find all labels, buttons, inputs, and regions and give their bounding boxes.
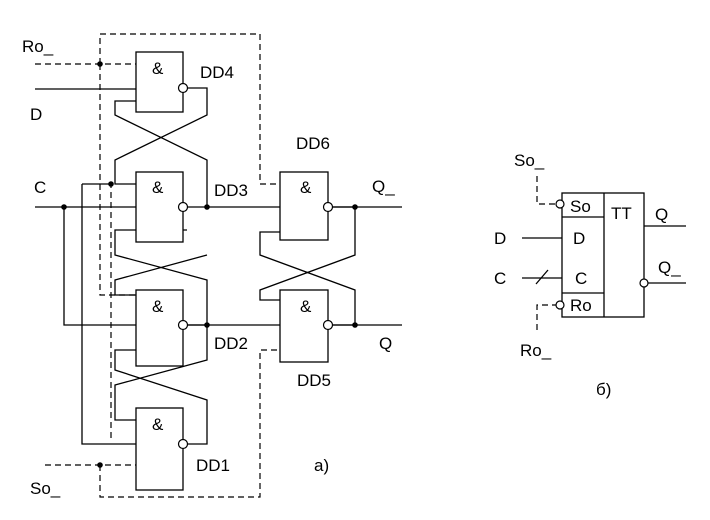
caption-a: a)	[314, 456, 329, 475]
ext-ro-label: Ro_	[520, 341, 552, 360]
signal-d-label: D	[30, 105, 42, 124]
trigger-block	[561, 192, 645, 318]
gate-dd5-symbol: &	[300, 297, 312, 316]
ext-c-label: C	[494, 269, 506, 288]
gate-dd6: & DD6	[279, 134, 334, 241]
out-q-bar-label: Q_	[658, 258, 681, 277]
junction-dots	[61, 61, 358, 468]
gate-dd5-label: DD5	[297, 371, 331, 390]
gate-dd2: & DD2	[135, 289, 248, 367]
gate-dd3: & DD3	[135, 171, 248, 243]
schematic-b: So D C Ro TT So_ D C Ro_ Q Q_ б)	[494, 151, 686, 399]
ext-d-label: D	[494, 229, 506, 248]
gate-dd1: & DD1	[135, 407, 230, 491]
gate-dd4: & DD4	[135, 51, 234, 113]
signal-ro-label: Ro_	[22, 37, 54, 56]
gate-dd2-symbol: &	[152, 297, 164, 316]
block-tt-label: TT	[611, 204, 632, 223]
gate-dd1-label: DD1	[196, 456, 230, 475]
gate-dd1-symbol: &	[152, 415, 164, 434]
caption-b: б)	[596, 380, 611, 399]
pin-ro-label: Ro	[570, 296, 592, 315]
signal-c-label: C	[34, 178, 46, 197]
gate-dd6-label: DD6	[296, 134, 330, 153]
gate-dd6-symbol: &	[300, 178, 312, 197]
gate-dd5: & DD5	[279, 289, 334, 390]
out-q-label: Q	[655, 205, 668, 224]
wiring	[35, 87, 402, 445]
gate-dd3-symbol: &	[152, 178, 164, 197]
output-q-label: Q	[379, 334, 392, 353]
pin-c-label: C	[575, 269, 587, 288]
ext-so-label: So_	[514, 151, 545, 170]
gate-dd4-label: DD4	[200, 63, 234, 82]
gate-dd2-label: DD2	[214, 334, 248, 353]
pin-d-label: D	[573, 229, 585, 248]
schematic-a: & DD4 & DD3 & DD2 & DD1 & DD6	[22, 33, 402, 498]
signal-so-label: So_	[30, 479, 61, 498]
output-q-bar-label: Q_	[372, 177, 395, 196]
pin-so-label: So	[570, 197, 591, 216]
gate-dd3-label: DD3	[214, 181, 248, 200]
gate-dd4-symbol: &	[152, 59, 164, 78]
